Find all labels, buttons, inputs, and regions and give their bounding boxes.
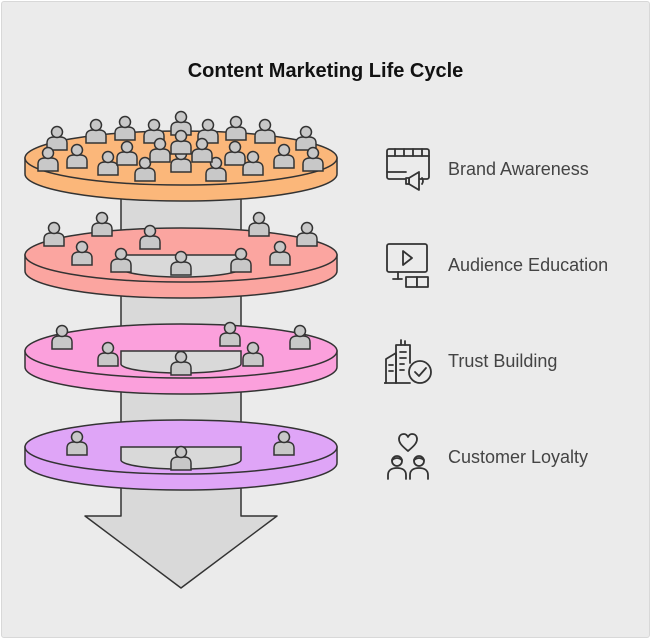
heart-people-icon xyxy=(387,433,429,480)
funnel-arrow xyxy=(84,484,278,589)
stage-label-trust-building: Trust Building xyxy=(448,351,558,371)
video-megaphone-icon xyxy=(386,148,430,191)
building-check-icon xyxy=(384,339,432,384)
stage-label-audience-education: Audience Education xyxy=(448,255,609,275)
stage-label-brand-awareness: Brand Awareness xyxy=(448,159,589,179)
diagram-title: Content Marketing Life Cycle xyxy=(187,60,464,82)
stage-label-customer-loyalty: Customer Loyalty xyxy=(448,447,589,467)
video-book-icon xyxy=(386,243,429,288)
